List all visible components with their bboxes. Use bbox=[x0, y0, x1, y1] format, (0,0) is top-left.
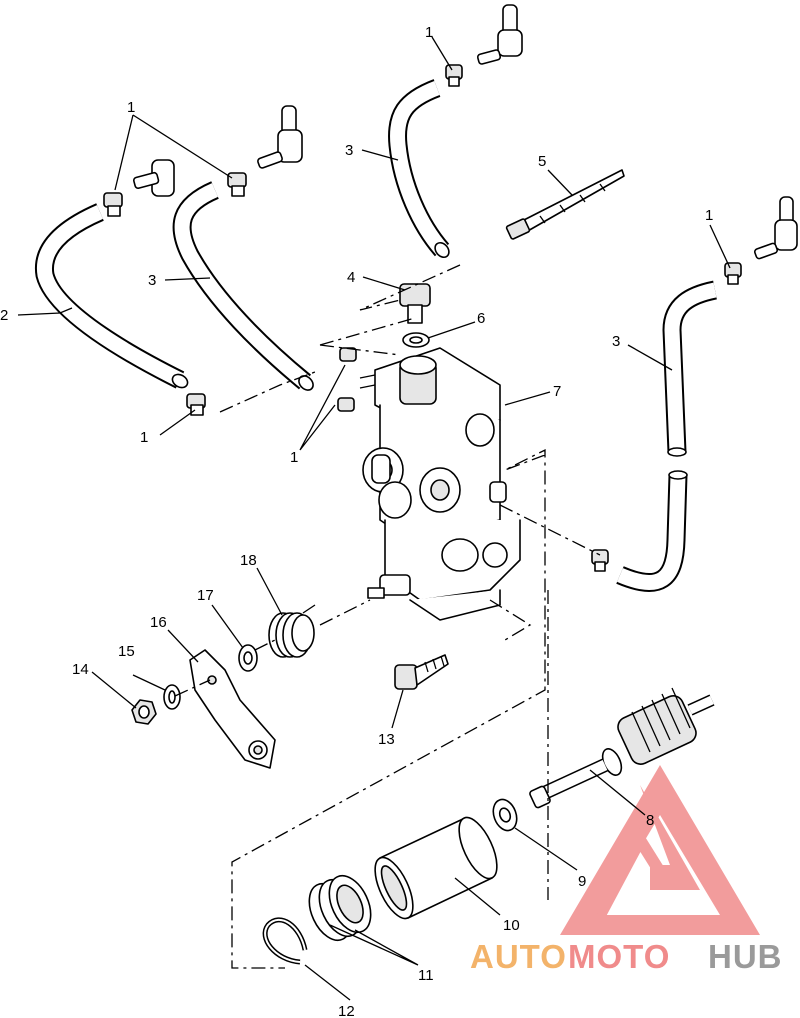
drive-shaft-gear bbox=[529, 687, 715, 809]
callout-14: 14 bbox=[72, 661, 89, 678]
hose-left bbox=[35, 203, 185, 389]
hose-right-upper bbox=[662, 280, 718, 453]
callout-2: 2 bbox=[0, 307, 8, 324]
callout-1: 1 bbox=[140, 429, 148, 446]
callout-1: 1 bbox=[425, 24, 433, 41]
callout-6: 6 bbox=[477, 310, 485, 327]
hose-clamp bbox=[724, 262, 742, 285]
callout-17: 17 bbox=[197, 587, 214, 604]
washer-17 bbox=[238, 644, 258, 672]
hose-right-lower bbox=[616, 474, 688, 592]
lever-nut bbox=[131, 699, 157, 725]
lock-washer bbox=[163, 684, 181, 710]
leader-lines bbox=[17, 36, 731, 1001]
fitting-left-mid bbox=[132, 159, 175, 197]
hose-clamp bbox=[339, 347, 357, 362]
hose-clamp bbox=[337, 397, 355, 412]
hose-clamp bbox=[227, 172, 247, 197]
callout-1: 1 bbox=[705, 207, 713, 224]
callout-16: 16 bbox=[150, 614, 167, 631]
fitting-right bbox=[753, 196, 798, 260]
oil-pump-body bbox=[359, 347, 521, 621]
callout-11: 11 bbox=[418, 967, 434, 984]
callout-1: 1 bbox=[127, 99, 135, 116]
watermark-auto: AUTO bbox=[470, 938, 567, 975]
watermark-moto: MOTO bbox=[568, 938, 670, 975]
callout-4: 4 bbox=[347, 269, 355, 286]
fitting-left-upper bbox=[257, 105, 303, 169]
thrust-washer bbox=[492, 798, 518, 832]
callout-7: 7 bbox=[553, 383, 561, 400]
watermark-hub: HUB bbox=[708, 938, 783, 975]
watermark-text: AUTO MOTO HUB bbox=[470, 938, 783, 975]
callout-3: 3 bbox=[148, 272, 156, 289]
callout-1: 1 bbox=[290, 449, 298, 466]
mounting-bolt bbox=[394, 654, 449, 690]
assembly-lines bbox=[174, 264, 601, 969]
callout-5: 5 bbox=[538, 153, 546, 170]
hose-clamp bbox=[445, 64, 463, 87]
seal-rings bbox=[308, 874, 372, 942]
callout-3: 3 bbox=[345, 142, 353, 159]
callout-18: 18 bbox=[240, 552, 257, 569]
watermark-logo bbox=[560, 765, 760, 935]
hose-clamp bbox=[186, 393, 206, 416]
callout-10: 10 bbox=[503, 917, 520, 934]
cable-tie bbox=[505, 169, 625, 240]
callout-3: 3 bbox=[612, 333, 620, 350]
hose-clamp bbox=[591, 549, 609, 572]
hose-center-left bbox=[172, 181, 312, 390]
banjo-bolt bbox=[399, 283, 431, 324]
circlip bbox=[262, 917, 308, 965]
control-lever bbox=[189, 649, 276, 769]
callout-13: 13 bbox=[378, 731, 395, 748]
callout-labels: 1 2 1 1 1 1 3 3 3 4 5 6 7 8 9 10 11 12 1… bbox=[0, 24, 713, 1018]
return-spring bbox=[268, 604, 316, 658]
fitting-top-right bbox=[476, 4, 523, 65]
callout-15: 15 bbox=[118, 643, 135, 660]
hose-clamp bbox=[103, 192, 123, 217]
bushing bbox=[374, 816, 498, 920]
callout-12: 12 bbox=[338, 1003, 355, 1018]
callout-8: 8 bbox=[646, 812, 654, 829]
callout-9: 9 bbox=[578, 873, 586, 890]
sealing-washer bbox=[402, 332, 430, 348]
hose-top bbox=[388, 79, 450, 257]
